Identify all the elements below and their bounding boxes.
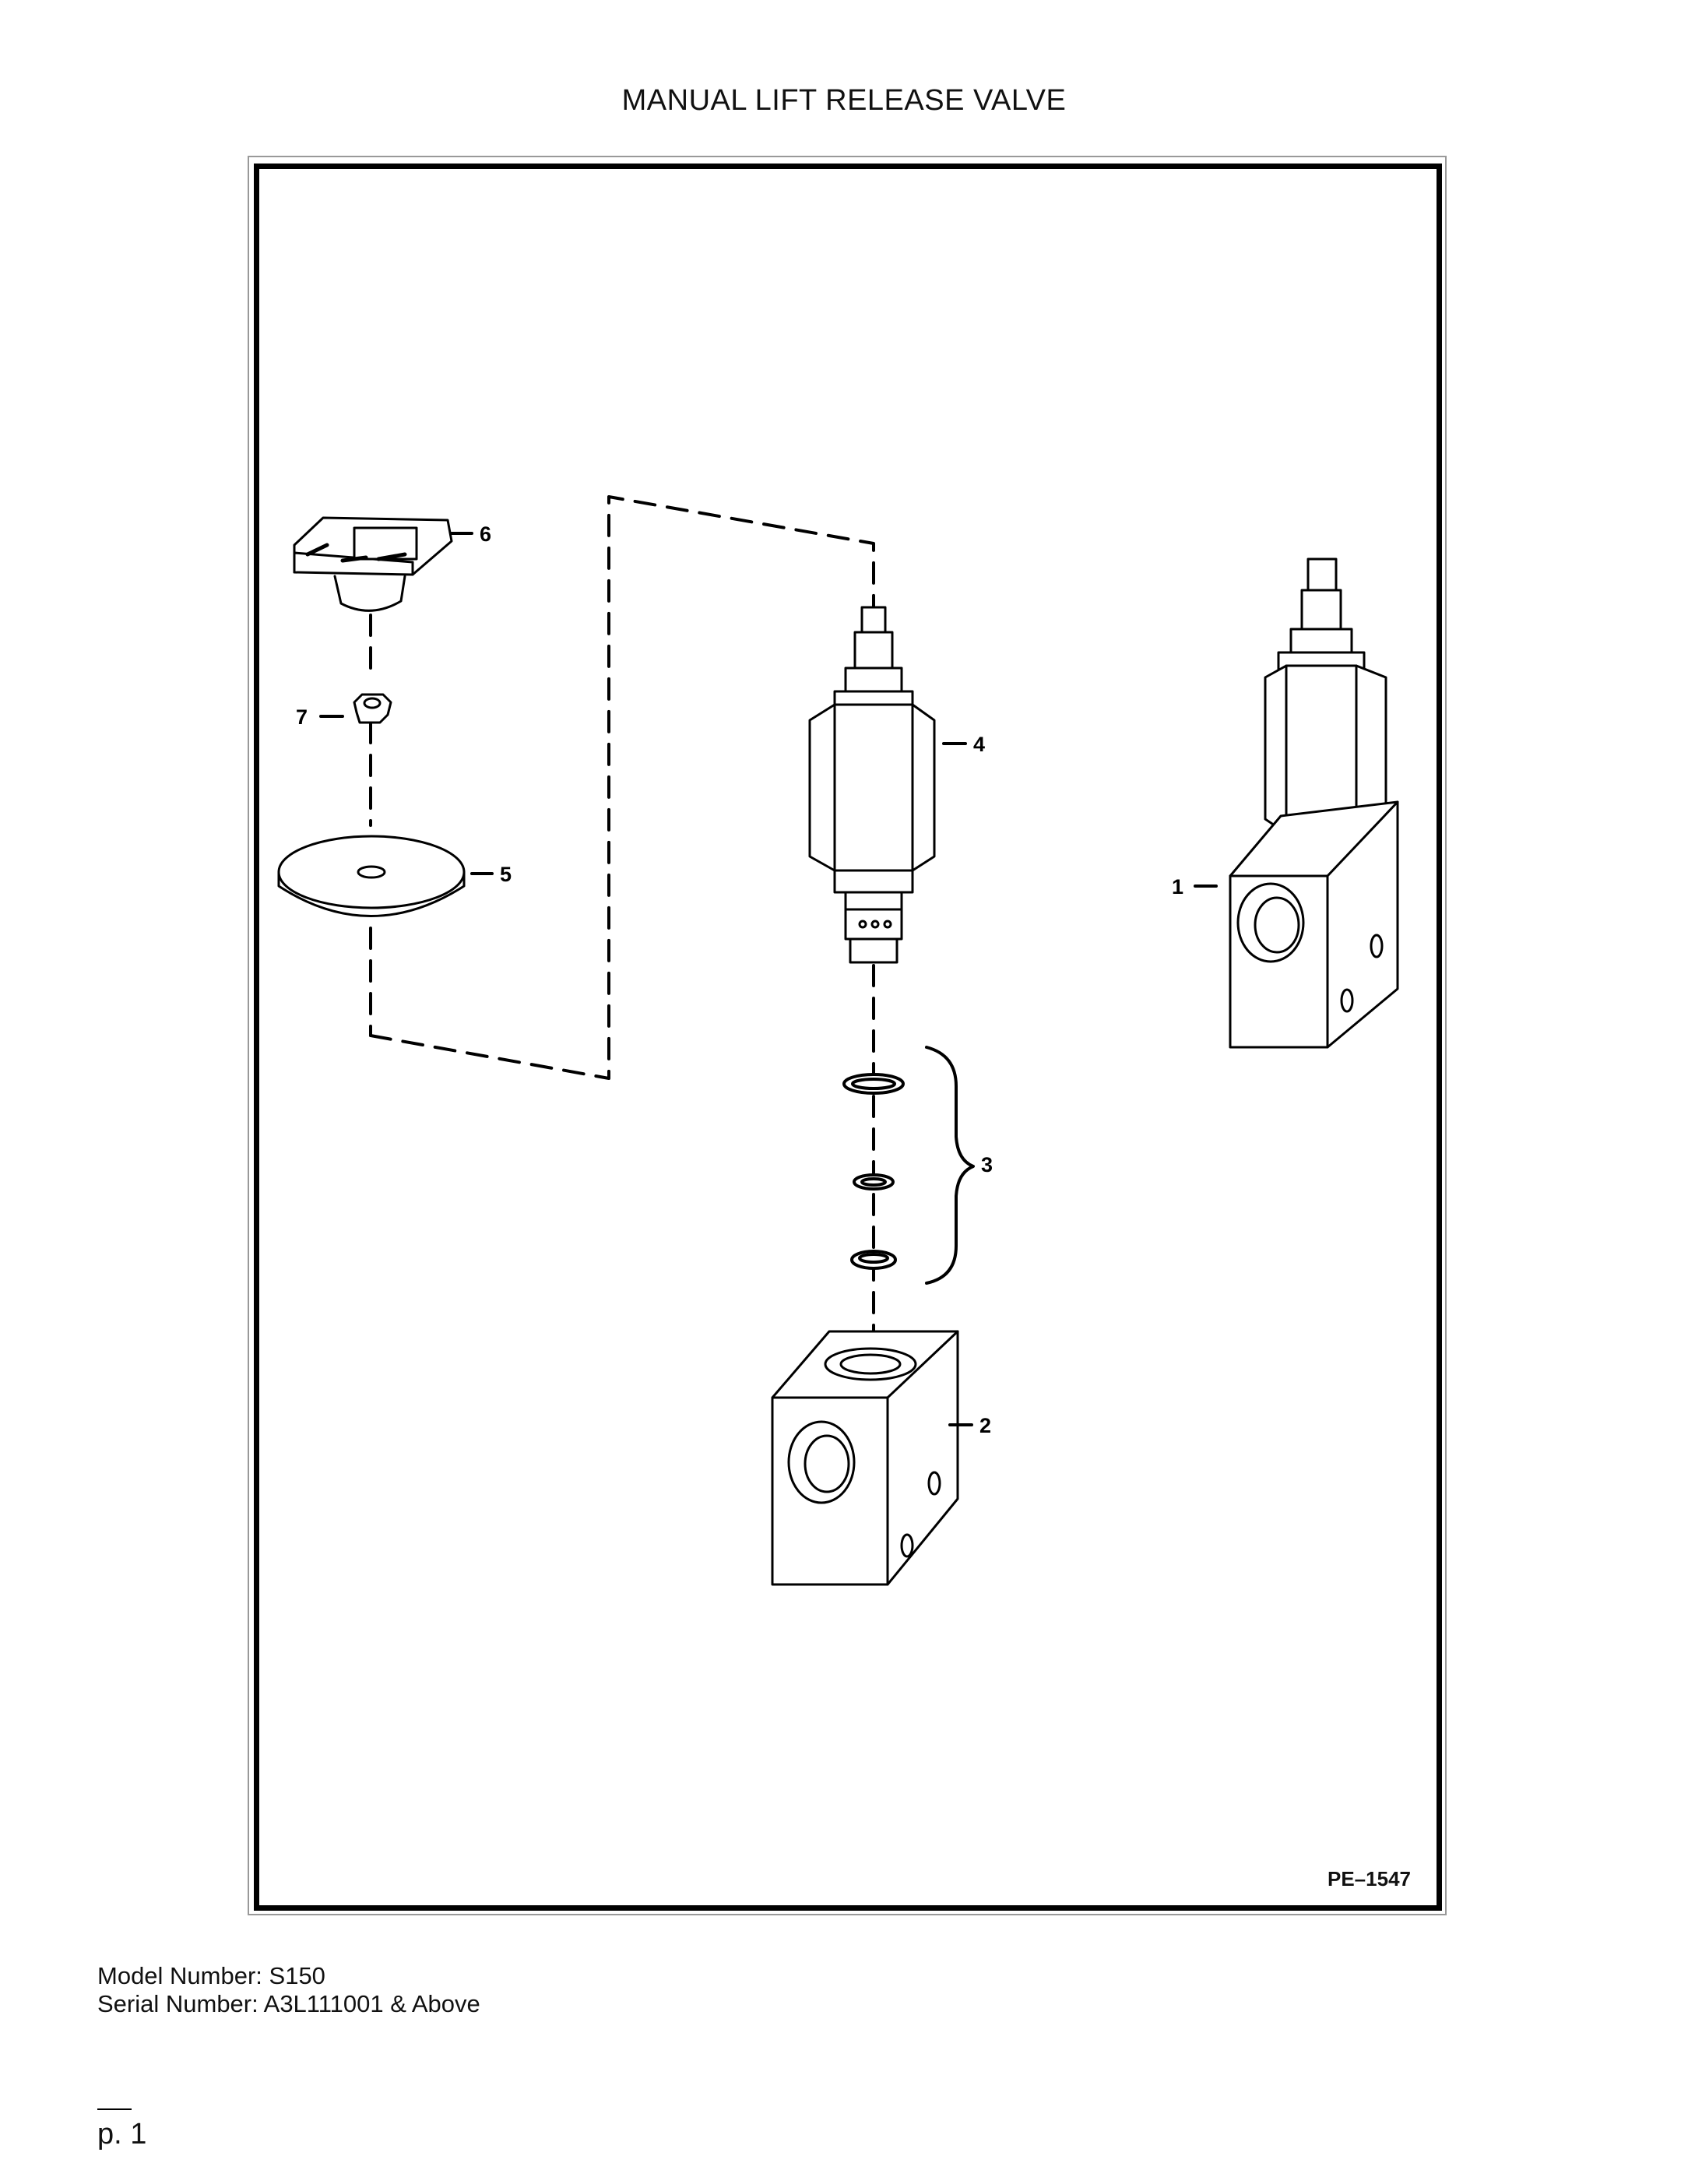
- page-number: p. 1: [97, 2118, 147, 2151]
- part-2-valve-body: [771, 1330, 959, 1586]
- assembly-dashed-line: [369, 495, 875, 1333]
- page-number-rule: [97, 2108, 132, 2110]
- callout-4: 4: [973, 733, 985, 756]
- diagram-frame-outer: [248, 156, 1447, 1915]
- callout-1: 1: [1172, 875, 1183, 899]
- part-3-brace: [925, 1046, 975, 1285]
- part-6-knob: [293, 516, 453, 612]
- diagram-frame: [254, 164, 1442, 1911]
- callout-leaders: [319, 532, 1218, 1426]
- callout-7: 7: [296, 705, 308, 729]
- model-number: Model Number: S150: [97, 1962, 325, 1989]
- part-3-o-rings: [842, 1073, 905, 1270]
- part-1-assembled-valve: [1229, 557, 1399, 1049]
- drawing-code: PE–1547: [1328, 1867, 1411, 1890]
- page-title: MANUAL LIFT RELEASE VALVE: [621, 84, 1067, 117]
- callout-6: 6: [480, 522, 491, 546]
- serial-number: Serial Number: A3L111001 & Above: [97, 1990, 480, 2017]
- part-4-cartridge: [808, 606, 936, 964]
- part-5-disc: [277, 835, 466, 917]
- callout-3: 3: [981, 1153, 993, 1176]
- part-7-nut: [353, 693, 392, 724]
- callout-2: 2: [979, 1414, 991, 1437]
- callout-5: 5: [500, 863, 512, 886]
